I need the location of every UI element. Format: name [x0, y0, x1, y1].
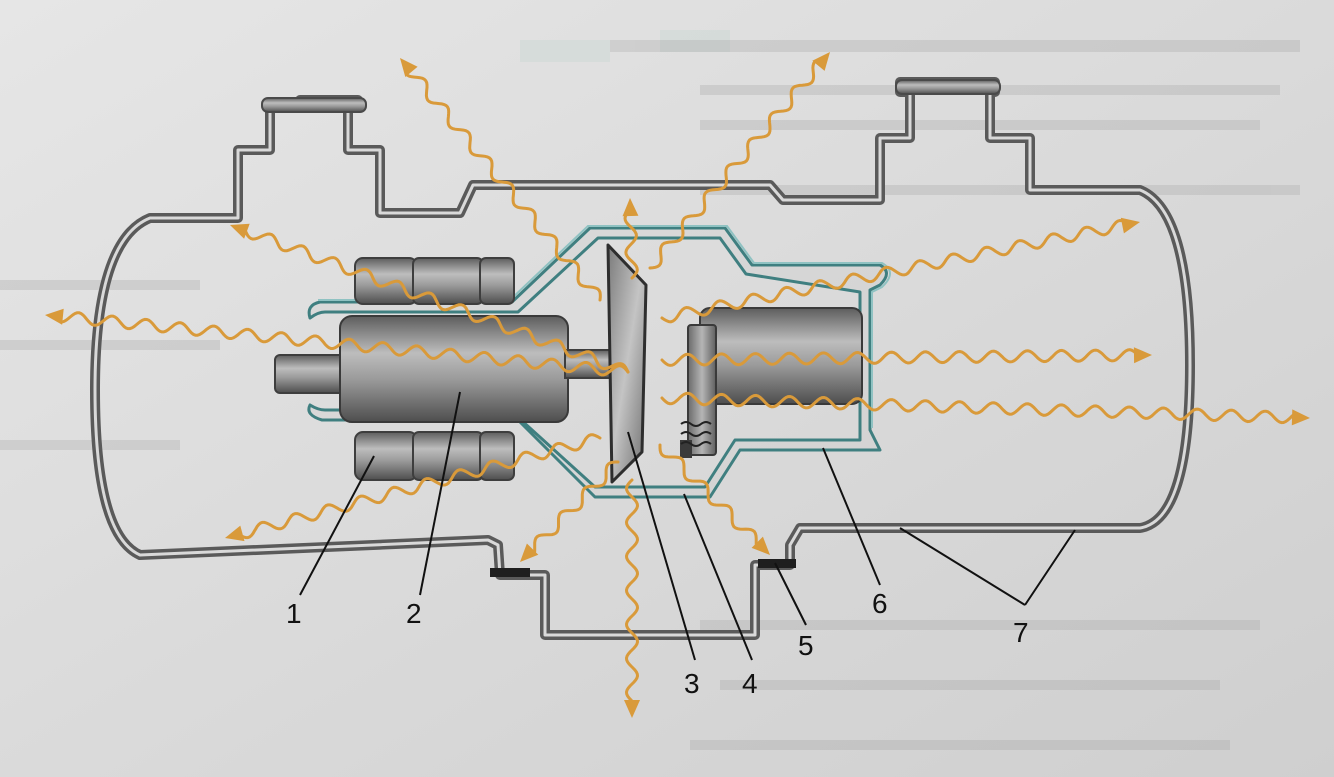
callout-4: 4	[742, 668, 758, 699]
rotating-anode	[608, 245, 646, 482]
callout-7: 7	[1013, 617, 1029, 648]
callout-6: 6	[872, 588, 888, 619]
callout-5: 5	[798, 630, 814, 661]
housing-cap-right	[896, 80, 1000, 94]
housing-cap-left	[262, 98, 366, 112]
callout-3: 3	[684, 668, 700, 699]
callout-1: 1	[286, 598, 302, 629]
callout-2: 2	[406, 598, 422, 629]
window-seal-left	[490, 568, 530, 577]
